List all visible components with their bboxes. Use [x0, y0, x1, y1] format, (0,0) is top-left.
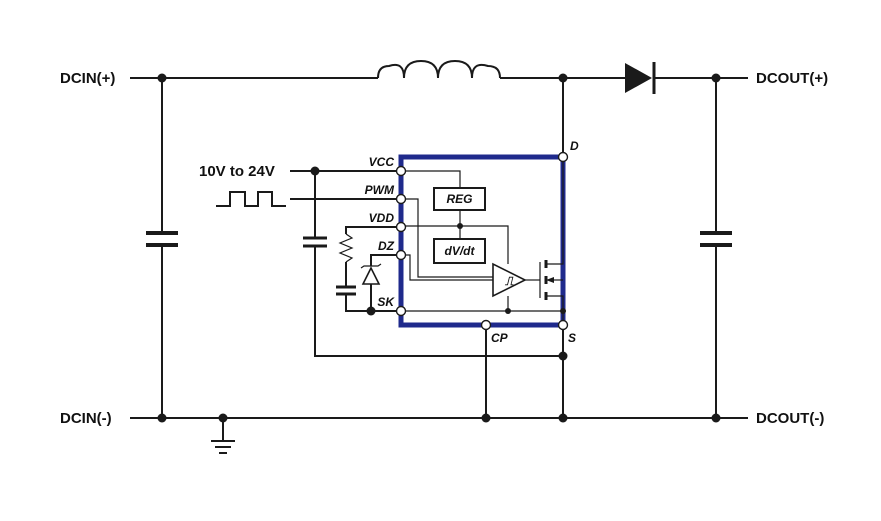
pin-label-d: D — [570, 139, 579, 153]
gate-driver-triangle — [492, 262, 527, 298]
reg-block — [433, 187, 486, 211]
pin-label-sk: SK — [377, 295, 395, 309]
dcout-pos-label: DCOUT(+) — [756, 70, 828, 87]
reg-label: REG — [446, 192, 472, 206]
dcin-pos-label: DCIN(+) — [60, 70, 115, 87]
pin-label-s: S — [568, 331, 576, 345]
gate-network — [336, 226, 401, 312]
pin-label-vcc: VCC — [369, 155, 395, 169]
pin-label-pwm: PWM — [365, 183, 395, 197]
svg-text:⎍: ⎍ — [504, 274, 514, 288]
dcin-neg-label: DCIN(-) — [60, 410, 112, 427]
pin-label-dz: DZ — [378, 239, 395, 253]
ground-symbol — [211, 418, 235, 454]
output-capacitor — [700, 78, 732, 418]
ic-pins — [395, 151, 569, 331]
dcout-neg-label: DCOUT(-) — [756, 410, 824, 427]
pwm-waveform — [216, 191, 286, 207]
supply-voltage-label: 10V to 24V — [199, 163, 275, 180]
inductor — [377, 59, 501, 79]
junction-dots — [157, 73, 721, 423]
top-rail — [130, 59, 748, 94]
dvdt-label: dV/dt — [445, 244, 476, 258]
output-diode — [625, 62, 656, 94]
input-capacitor — [146, 78, 178, 418]
pin-label-vdd: VDD — [369, 211, 395, 225]
pin-label-cp: CP — [491, 331, 509, 345]
dvdt-block — [433, 238, 486, 264]
